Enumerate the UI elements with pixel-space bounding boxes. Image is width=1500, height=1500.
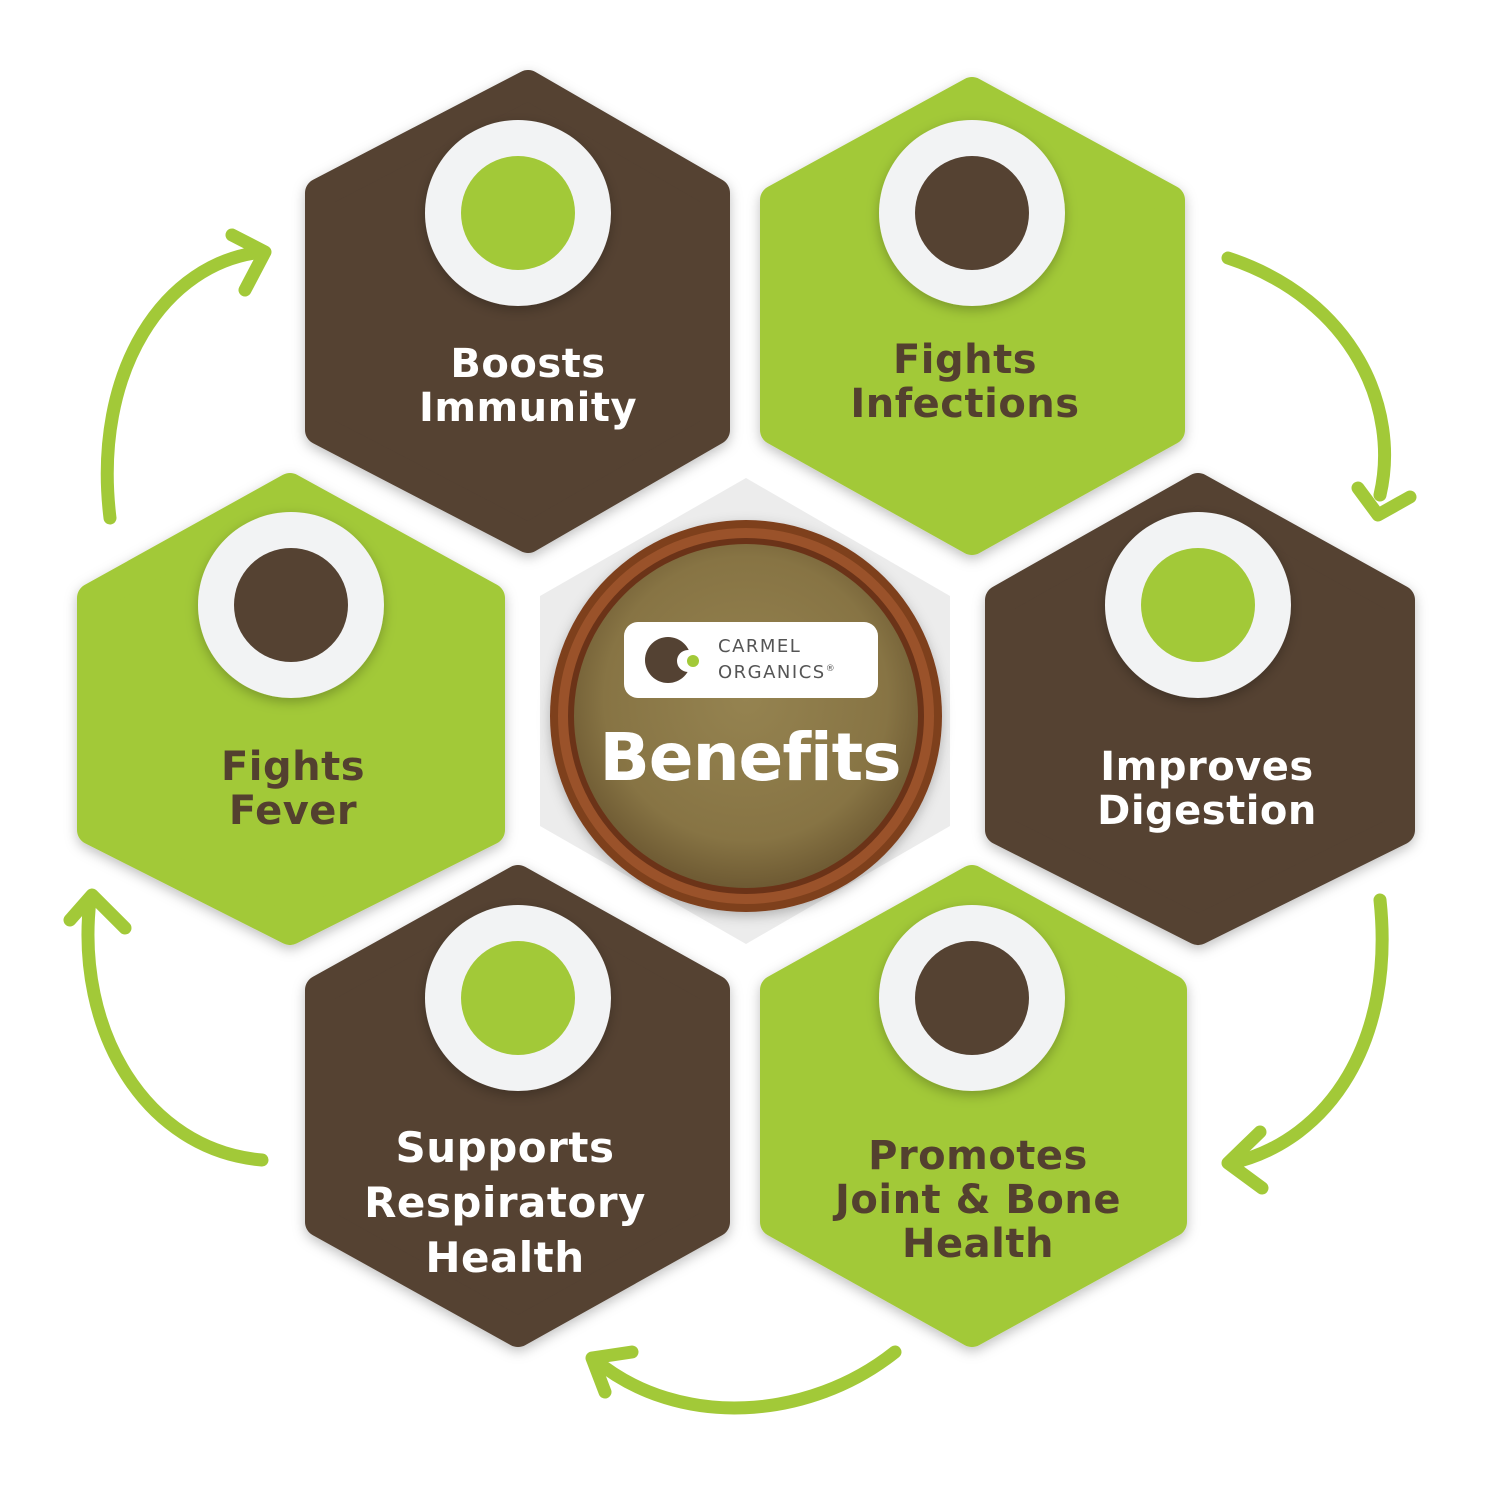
cycle-arrows xyxy=(63,228,1417,1415)
hexagon-fights-fever xyxy=(77,473,505,945)
benefit-label-supports-respiratory-health: Supports Respiratory Health xyxy=(364,1123,646,1282)
hexagon-promotes-joint-bone-health xyxy=(760,865,1187,1347)
powder-bowl-image xyxy=(550,520,942,912)
ring-icon-improves-digestion xyxy=(1105,512,1291,698)
benefit-label-improves-digestion: Improves Digestion xyxy=(1097,744,1317,834)
ring-icon-fights-infections xyxy=(879,120,1065,306)
hexagon-boosts-immunity xyxy=(305,70,730,553)
benefit-label-fights-infections: Fights Infections xyxy=(850,337,1080,427)
arrow-icon-right xyxy=(1221,893,1389,1195)
ring-icon-supports-respiratory-health xyxy=(425,905,611,1091)
ring-icon-promotes-joint-bone-health xyxy=(879,905,1065,1091)
benefit-label-fights-fever: Fights Fever xyxy=(220,744,366,834)
brand-line-1: CARMEL xyxy=(718,636,802,657)
brand-logo-icon xyxy=(645,637,699,683)
center-title: Benefits xyxy=(599,719,902,796)
brand-name: CARMEL ORGANICS® xyxy=(718,636,836,684)
hexagon-supports-respiratory-health xyxy=(305,865,730,1347)
brand-line-2: ORGANICS® xyxy=(718,662,837,683)
brand-logo-badge: CARMEL ORGANICS® xyxy=(624,622,878,698)
arrow-icon-top-right xyxy=(1221,251,1417,522)
hexagon-fights-infections xyxy=(760,77,1185,555)
hexagon-improves-digestion xyxy=(985,473,1415,945)
ring-icon-boosts-immunity xyxy=(425,120,611,306)
ring-icon-fights-fever xyxy=(198,512,384,698)
benefit-label-boosts-immunity: Boosts Immunity xyxy=(418,341,638,431)
arrow-icon-left xyxy=(63,888,269,1167)
arrow-icon-bottom xyxy=(585,1345,902,1415)
arrow-icon-top-left xyxy=(100,228,272,525)
benefit-label-promotes-joint-bone-health: Promotes Joint & Bone Health xyxy=(835,1133,1121,1267)
